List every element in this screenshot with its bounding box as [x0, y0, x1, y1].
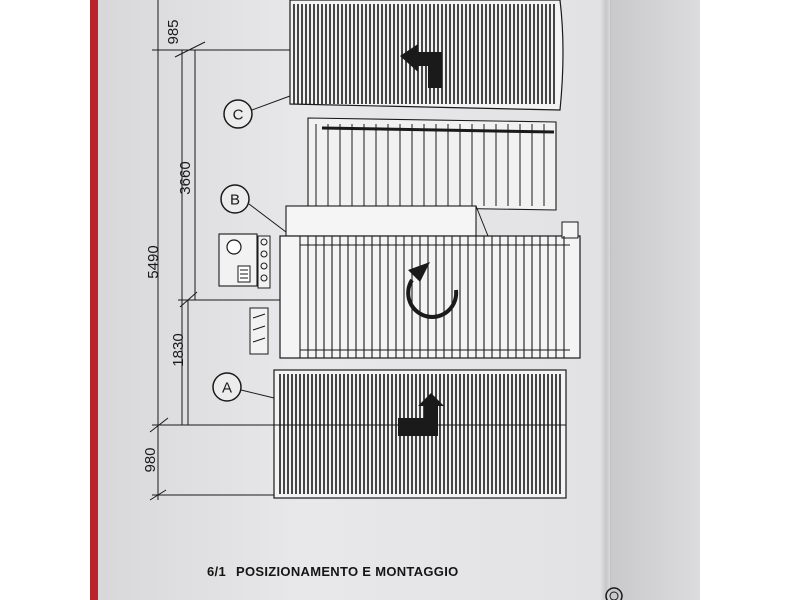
page-gutter-shadow: [600, 0, 612, 600]
page-corner-mark: [605, 587, 623, 600]
dim-980: 980: [142, 447, 159, 472]
caption-number: 6/1: [207, 564, 226, 579]
background-left: [0, 0, 100, 600]
unit-c-fins: [293, 4, 555, 104]
arrow-c-icon: [400, 44, 442, 88]
dim-5490: 5490: [145, 245, 162, 278]
rotate-arrow-icon: [406, 278, 459, 319]
unit-b-fins: [299, 236, 565, 358]
red-binding-strip: [90, 0, 98, 600]
unit-a: [270, 369, 567, 499]
arrow-a-icon: [398, 393, 444, 436]
label-c: C: [223, 95, 291, 129]
label-b: B: [220, 184, 287, 233]
dimension-lines: [149, 0, 290, 501]
caption-title: POSIZIONAMENTO E MONTAGGIO: [235, 564, 459, 579]
next-page-edge: [610, 0, 700, 600]
label-a: A: [212, 372, 275, 402]
dim-985: 985: [165, 19, 182, 44]
unit-c: [289, 0, 564, 111]
unit-b-upper: [307, 117, 557, 211]
label-c-text: C: [233, 107, 244, 124]
unit-b-upper-fins: [315, 124, 545, 206]
dim-1830: 1830: [170, 333, 187, 366]
figure-caption: 6/1 POSIZIONAMENTO E MONTAGGIO: [207, 564, 459, 579]
dimension-labels: 985 5490 3660 1830 980: [142, 19, 194, 472]
unit-b: [279, 205, 581, 359]
label-a-text: A: [222, 380, 232, 397]
control-panel: [218, 233, 271, 355]
background-right: [700, 0, 800, 600]
label-b-text: B: [230, 192, 240, 209]
dim-3660: 3660: [177, 161, 194, 194]
gauge-icon: [226, 239, 242, 255]
